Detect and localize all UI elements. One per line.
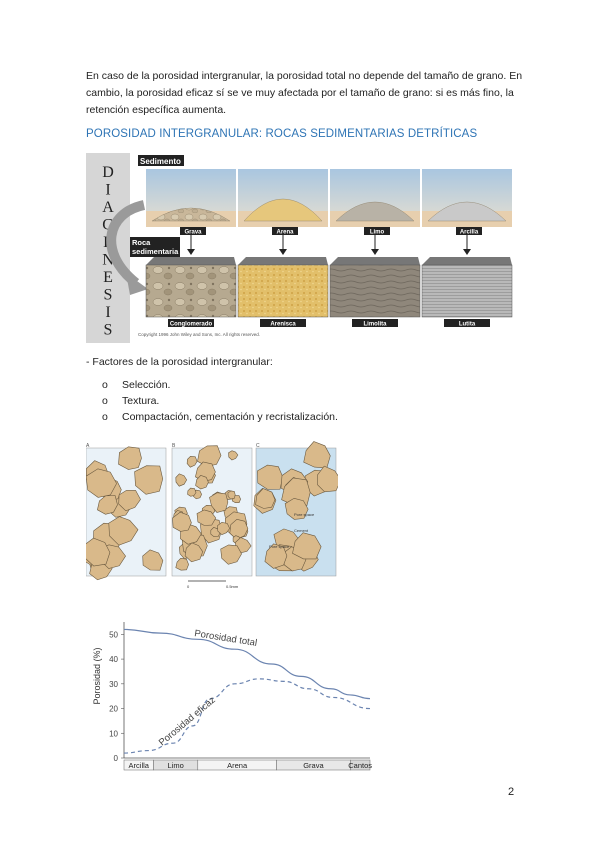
- diagenesis-letter: I: [105, 182, 110, 199]
- series-label-eficaz: Porosidad eficaz: [157, 695, 218, 749]
- grain: [97, 495, 118, 515]
- y-tick-label: 30: [109, 680, 118, 689]
- y-tick-label: 10: [109, 729, 118, 738]
- grain: [257, 464, 284, 490]
- sediment-mound: [151, 207, 231, 222]
- series-line-total: [123, 628, 371, 700]
- rock-label: Conglomerado: [170, 322, 213, 328]
- x-category-label: Arena: [227, 761, 248, 770]
- grain: [196, 509, 217, 526]
- sediment-label: Arcilla: [460, 230, 479, 236]
- diagenesis-letter: I: [105, 304, 110, 321]
- grain: [142, 549, 164, 571]
- scale-end: 0.5mm: [226, 584, 239, 589]
- grain: [292, 532, 322, 560]
- y-tick-label: 50: [109, 630, 118, 639]
- sediment-tag: Sedimento: [140, 157, 181, 166]
- y-tick-label: 0: [114, 754, 119, 763]
- intro-paragraph: En caso de la porosidad intergranular, l…: [86, 70, 523, 116]
- rock-tag-line1: Roca: [132, 238, 151, 247]
- x-category-label: Cantos: [348, 761, 372, 770]
- x-category-label: Grava: [303, 761, 324, 770]
- grain: [118, 446, 142, 470]
- rock-block: [145, 264, 237, 318]
- copyright-text: Copyright 1996 John Wiley and Sons, Inc.…: [138, 332, 260, 337]
- sediment-label: Grava: [184, 230, 202, 236]
- sediment-label: Limo: [370, 230, 385, 236]
- rock-label: Lutita: [459, 322, 476, 328]
- grain: [264, 543, 288, 569]
- grain: [209, 492, 229, 513]
- diagenesis-letter: D: [102, 164, 114, 181]
- diagenesis-letter: S: [104, 287, 113, 304]
- series-label-total: Porosidad total: [194, 628, 258, 649]
- grain: [187, 487, 197, 497]
- diagenesis-letter: A: [102, 199, 114, 216]
- grain: [175, 473, 188, 487]
- panel-label-a: A: [86, 443, 90, 449]
- sediment-mound: [427, 201, 507, 222]
- sediment-label: Arena: [276, 230, 294, 236]
- rock-block: [329, 264, 421, 318]
- grain: [118, 490, 141, 512]
- grain: [86, 537, 111, 567]
- grain: [227, 490, 236, 500]
- section-heading: POROSIDAD INTERGRANULAR: ROCAS SEDIMENTA…: [86, 128, 478, 140]
- grain: [228, 450, 239, 461]
- grain: [108, 516, 139, 546]
- sediment-mound: [335, 201, 415, 222]
- sediment-mound: [243, 198, 323, 222]
- page-number: 2: [508, 786, 515, 798]
- grain: [229, 518, 249, 540]
- rock-block: [237, 264, 329, 318]
- x-band: [350, 759, 371, 771]
- grain: [175, 557, 189, 571]
- diagenesis-letter: S: [104, 322, 113, 339]
- grain: [186, 455, 198, 468]
- grain: [184, 542, 204, 563]
- cement-label: Cement: [294, 528, 309, 533]
- pore-label-1: Pore space: [294, 512, 315, 517]
- factors-title: - Factores de la porosidad intergranular…: [86, 356, 273, 368]
- grain: [255, 488, 276, 509]
- grain: [195, 475, 209, 490]
- rock-label: Arenisca: [270, 322, 296, 328]
- grain: [303, 441, 331, 469]
- scale-start: 0: [187, 584, 190, 589]
- grain: [86, 468, 117, 498]
- rock-block: [421, 264, 513, 318]
- series-line-eficaz: [123, 678, 371, 754]
- diagenesis-arrow: [106, 200, 146, 287]
- grain: [197, 445, 222, 467]
- rock-tag-line2: sedimentaria: [132, 247, 179, 256]
- pore-label-2: Pore space: [269, 544, 290, 549]
- grain: [172, 511, 192, 532]
- grain-packing-figure: A B C 0 0.5mm Pore space Pore space Ceme…: [86, 441, 338, 589]
- grain: [134, 465, 164, 495]
- chart-ylabel: Porosidad (%): [92, 647, 102, 704]
- x-category-label: Arcilla: [129, 761, 150, 770]
- grain: [317, 465, 338, 493]
- grain: [284, 497, 309, 520]
- grain: [220, 544, 242, 565]
- panel-label-c: C: [256, 443, 260, 449]
- rock-label: Limolita: [363, 322, 387, 328]
- porosity-chart: Porosidad (%) 0 10 20 30 40 50 Arcilla Limo Are…: [92, 622, 372, 771]
- grain: [217, 521, 231, 536]
- x-category-label: Limo: [168, 761, 184, 770]
- y-tick-label: 40: [109, 655, 118, 664]
- y-tick-label: 20: [109, 705, 118, 714]
- diagenesis-letter: E: [103, 269, 113, 286]
- panel-label-b: B: [172, 443, 176, 449]
